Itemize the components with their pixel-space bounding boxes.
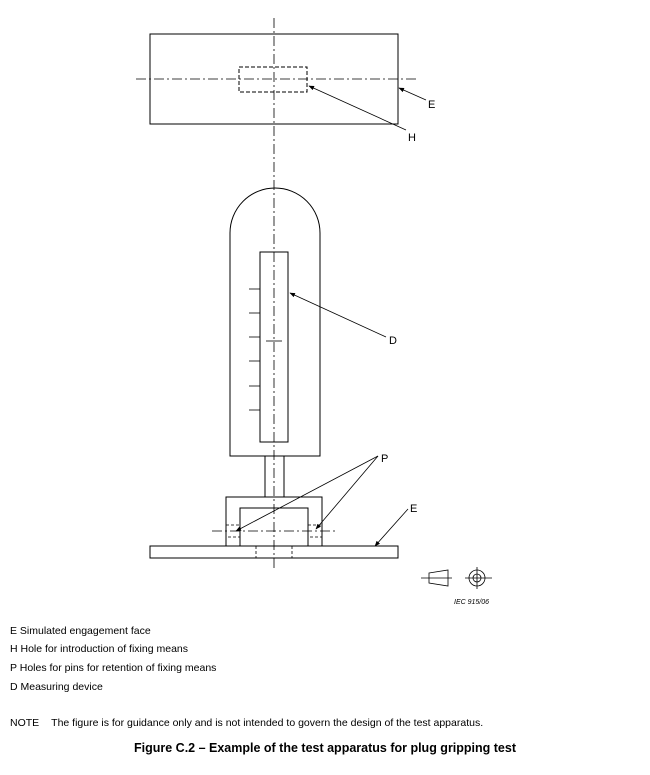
scale-ticks [249,288,282,411]
leader-p-right [315,455,379,530]
measuring-device-d [259,251,289,443]
leader-h [308,85,407,131]
note-text: The figure is for guidance only and is n… [51,717,484,729]
measuring-housing [229,187,321,457]
key-item-h: H Hole for introduction of fixing means [10,643,189,655]
label-p: P [381,453,388,465]
note: NOTE The figure is for guidance only and … [10,717,483,729]
label-e-base: E [410,503,417,515]
engagement-face-base [149,545,399,559]
stem [264,456,285,497]
leader-d [289,292,387,338]
figure-caption: Figure C.2 – Example of the test apparat… [134,741,516,755]
key-item-d: D Measuring device [10,681,103,693]
key-item-p: P Holes for pins for retention of fixing… [10,662,217,674]
leader-e-base [374,508,409,547]
leader-p-left [235,455,379,532]
key-item-e: E Simulated engagement face [10,625,151,637]
label-h: H [408,132,416,144]
base-hole [255,546,293,558]
label-e-top: E [428,99,435,111]
note-tag: NOTE [10,717,40,729]
side-view: D P E [149,187,417,559]
projection-symbol-icon [421,567,492,589]
iec-reference: IEC 915/06 [454,599,489,606]
fixing-hole-h [238,66,308,93]
top-view: E H [136,33,435,144]
label-d: D [389,335,397,347]
leader-e-top [398,87,427,101]
